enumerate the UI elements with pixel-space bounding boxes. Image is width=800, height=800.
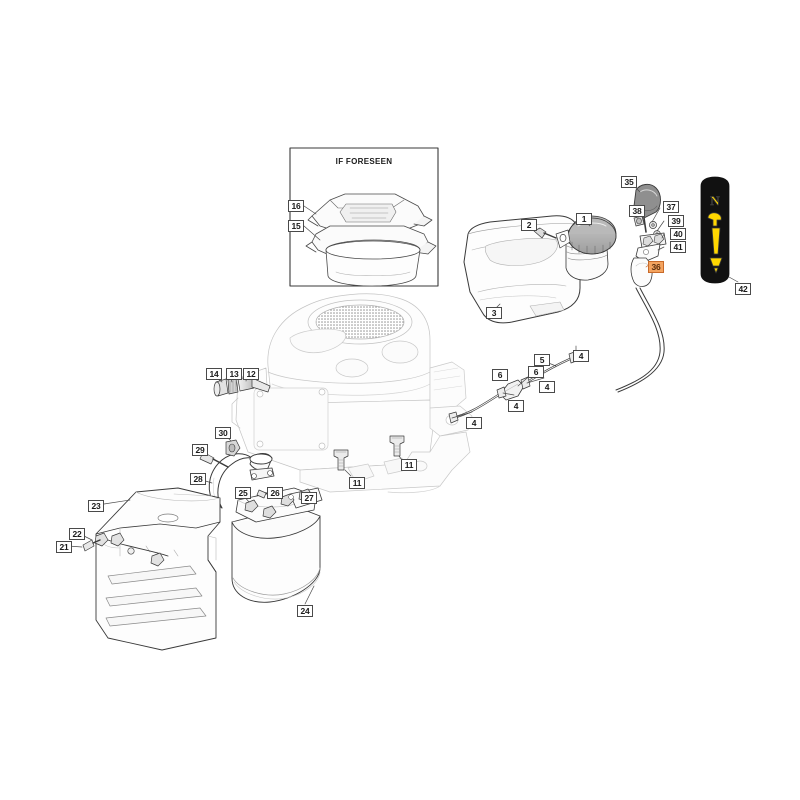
- engine-assembly: [231, 293, 473, 494]
- callout-23-muffler-guard[interactable]: 23: [88, 500, 104, 512]
- callout-41-lever-bracket[interactable]: 41: [670, 241, 686, 253]
- engine-bolts: [333, 435, 405, 471]
- callout-4-hose-clamp[interactable]: 4: [539, 381, 555, 393]
- svg-text:N: N: [710, 193, 720, 208]
- callout-37-lever-spacer[interactable]: 37: [663, 201, 679, 213]
- callout-36-throttle-cable[interactable]: 36: [648, 261, 664, 273]
- callout-2-tank-screw[interactable]: 2: [521, 219, 537, 231]
- callout-40-lever-nut[interactable]: 40: [670, 228, 686, 240]
- callout-11-engine-bolt[interactable]: 11: [401, 459, 417, 471]
- callout-4-hose-clamp[interactable]: 4: [466, 417, 482, 429]
- callout-28-exhaust-elbow-pipe[interactable]: 28: [190, 473, 206, 485]
- callout-4-hose-clamp[interactable]: 4: [508, 400, 524, 412]
- muffler-guard-assembly: [67, 487, 221, 651]
- callout-35-throttle-lever-knob[interactable]: 35: [621, 176, 637, 188]
- callout-14-fitting-cap[interactable]: 14: [206, 368, 222, 380]
- callout-24-muffler-body[interactable]: 24: [297, 605, 313, 617]
- muffler-assembly: [231, 487, 323, 605]
- callout-25-muffler-nut[interactable]: 25: [235, 487, 251, 499]
- callout-21-guard-screw[interactable]: 21: [56, 541, 72, 553]
- fuel-tank-assembly: [463, 215, 617, 324]
- callout-5-fuel-hose-upper[interactable]: 5: [534, 354, 550, 366]
- callout-15[interactable]: 15: [288, 220, 304, 232]
- callout-39-lever-washer[interactable]: 39: [668, 215, 684, 227]
- callout-22-guard-washer[interactable]: 22: [69, 528, 85, 540]
- callout-6-fuel-filter[interactable]: 6: [528, 366, 544, 378]
- callout-42-warning-decal[interactable]: 42: [735, 283, 751, 295]
- callout-4-hose-clamp[interactable]: 4: [573, 350, 589, 362]
- if-foreseen-subassembly: [289, 147, 439, 287]
- callout-13-fitting-seal[interactable]: 13: [226, 368, 242, 380]
- callout-11-engine-bolt[interactable]: 11: [349, 477, 365, 489]
- if-foreseen-title: IF FORESEEN: [335, 157, 393, 166]
- callout-12-fitting-nipple[interactable]: 12: [243, 368, 259, 380]
- callout-1-fuel-cap[interactable]: 1: [576, 213, 592, 225]
- callout-26-muffler-bolt[interactable]: 26: [267, 487, 283, 499]
- callout-16[interactable]: 16: [288, 200, 304, 212]
- callout-3-fuel-tank[interactable]: 3: [486, 307, 502, 319]
- callout-30-pipe-nut[interactable]: 30: [215, 427, 231, 439]
- callout-27-muffler-bracket[interactable]: 27: [301, 492, 317, 504]
- callout-6-fuel-filter[interactable]: 6: [492, 369, 508, 381]
- callout-29-pipe-bolt[interactable]: 29: [192, 444, 208, 456]
- exhaust-elbow-assembly: [198, 433, 275, 509]
- warning-decal-graphic: N: [700, 176, 739, 284]
- callout-38-lever-pivot-bolt[interactable]: 38: [629, 205, 645, 217]
